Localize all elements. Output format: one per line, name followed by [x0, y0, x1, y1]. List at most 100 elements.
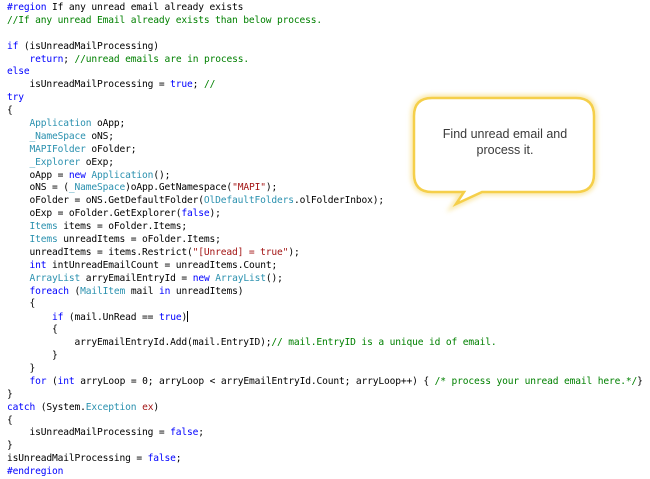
type-token: _NameSpace — [29, 130, 86, 142]
type-token: ArrayList — [29, 272, 81, 284]
code-line[interactable]: { — [7, 324, 650, 337]
code-line[interactable]: return; //unread emails are in process. — [7, 54, 650, 67]
code-line[interactable]: oExp = oFolder.GetExplorer(false); — [7, 208, 650, 221]
code-token: (); — [153, 169, 171, 181]
code-line[interactable]: oApp = new Application(); — [7, 170, 650, 183]
code-line[interactable]: { — [7, 298, 650, 311]
code-token: ( — [68, 285, 81, 297]
keyword-token: if — [52, 312, 64, 324]
code-line[interactable]: arryEmailEntryId.Add(mail.EntryID);// ma… — [7, 337, 650, 350]
code-token: oExp; — [80, 156, 114, 168]
code-line[interactable]: isUnreadMailProcessing = false; — [7, 427, 650, 440]
code-token: oExp = oFolder.GetExplorer( — [7, 208, 182, 220]
code-line[interactable]: #region If any unread email already exis… — [7, 2, 650, 15]
code-line[interactable]: { — [7, 415, 650, 428]
code-line[interactable]: } — [7, 389, 650, 402]
code-token — [7, 312, 52, 323]
keyword-token: int — [57, 375, 75, 387]
type-token: Items — [29, 234, 58, 246]
code-token — [7, 260, 30, 271]
keyword-token: for — [29, 375, 47, 387]
code-token: unreadItems = items.Restrict( — [7, 246, 193, 258]
code-line[interactable]: if (isUnreadMailProcessing) — [7, 41, 650, 54]
type-token: ArrayList — [215, 272, 266, 284]
keyword-token: new — [68, 169, 86, 181]
code-token: { — [7, 414, 13, 426]
code-line[interactable]: catch (System.Exception ex) — [7, 402, 650, 415]
code-line[interactable]: foreach (MailItem mail in unreadItems) — [7, 286, 650, 299]
code-token: ); — [209, 208, 221, 220]
callout-line-2: process it. — [476, 143, 534, 157]
type-token: OlDefaultFolders — [203, 195, 294, 207]
code-line[interactable]: isUnreadMailProcessing = false; — [7, 453, 650, 466]
code-token: isUnreadMailProcessing = — [7, 427, 171, 439]
code-line[interactable]: _Explorer oExp; — [7, 157, 650, 170]
string-token: ex — [142, 401, 154, 413]
code-line[interactable]: } — [7, 363, 650, 376]
code-token: isUnreadMailProcessing = — [7, 453, 148, 465]
code-line[interactable]: for (int arryLoop = 0; arryLoop < arryEm… — [7, 376, 650, 389]
code-editor[interactable]: #region If any unread email already exis… — [7, 2, 650, 479]
keyword-token: true — [170, 79, 193, 91]
code-token: items = oFolder.Items; — [57, 221, 188, 233]
keyword-token: in — [158, 285, 171, 297]
code-line[interactable]: Items unreadItems = oFolder.Items; — [7, 234, 650, 247]
code-line[interactable]: #endregion — [7, 466, 650, 479]
code-token: intUnreadEmailCount = unreadItems.Count; — [46, 259, 278, 271]
code-line[interactable]: if (mail.UnRead == true) — [7, 311, 650, 324]
code-token: oNS; — [85, 130, 114, 142]
code-line[interactable]: Application oApp; — [7, 118, 650, 131]
type-token: Items — [29, 221, 58, 233]
code-line[interactable]: int intUnreadEmailCount = unreadItems.Co… — [7, 260, 650, 273]
keyword-token: #endregion — [7, 466, 64, 478]
code-token: arryLoop = 0; arryLoop < arryEmailEntryI… — [74, 375, 435, 387]
type-token: _NameSpace — [68, 182, 126, 194]
code-token — [7, 54, 30, 65]
keyword-token: return — [29, 53, 64, 65]
keyword-token: false — [181, 208, 210, 220]
code-line[interactable]: //If any unread Email already exists tha… — [7, 15, 650, 28]
type-token: Application — [29, 118, 92, 130]
code-token: { — [7, 105, 13, 117]
keyword-token: catch — [7, 401, 36, 413]
keyword-token: false — [170, 427, 199, 439]
code-line[interactable]: ArrayList arryEmailEntryId = new ArrayLi… — [7, 273, 650, 286]
keyword-token: false — [147, 453, 176, 465]
code-token — [7, 273, 30, 284]
code-line[interactable]: isUnreadMailProcessing = true; // — [7, 79, 650, 92]
code-token: } — [7, 350, 58, 362]
code-token — [7, 221, 30, 232]
code-token: isUnreadMailProcessing = — [7, 79, 171, 91]
keyword-token: foreach — [29, 285, 70, 297]
string-token: "[Unread] = true" — [192, 246, 289, 258]
code-line[interactable]: unreadItems = items.Restrict("[Unread] =… — [7, 247, 650, 260]
code-line[interactable] — [7, 28, 650, 41]
keyword-token: try — [7, 92, 24, 104]
code-token: .olFolderInbox); — [293, 195, 384, 207]
comment-token: //unread emails are in process. — [74, 53, 250, 65]
code-line[interactable]: else — [7, 66, 650, 79]
type-token: Exception — [85, 401, 137, 413]
code-token: ; — [198, 427, 204, 439]
comment-token: /* process your unread email here.*/ — [434, 375, 638, 387]
code-line[interactable]: Items items = oFolder.Items; — [7, 221, 650, 234]
code-line[interactable]: try — [7, 92, 650, 105]
code-line[interactable]: MAPIFolder oFolder; — [7, 144, 650, 157]
code-line[interactable]: { — [7, 105, 650, 118]
keyword-token: else — [7, 66, 30, 78]
code-line[interactable]: _NameSpace oNS; — [7, 131, 650, 144]
comment-token: // mail.EntryID is a unique id of email. — [271, 337, 497, 349]
code-line[interactable]: } — [7, 350, 650, 363]
type-token: _Explorer — [29, 156, 81, 168]
keyword-token: new — [192, 272, 210, 284]
code-token: ; — [192, 79, 204, 91]
code-token: ); — [265, 182, 278, 194]
callout-text: Find unread email and process it. — [424, 126, 586, 158]
code-line[interactable]: oNS = (_NameSpace)oApp.GetNamespace("MAP… — [7, 182, 650, 195]
code-token: } — [637, 375, 643, 387]
code-line[interactable]: } — [7, 440, 650, 453]
code-line[interactable]: oFolder = oNS.GetDefaultFolder(OlDefault… — [7, 195, 650, 208]
code-token: oApp = — [7, 169, 69, 181]
callout-shape — [410, 94, 598, 213]
code-token — [7, 131, 30, 142]
